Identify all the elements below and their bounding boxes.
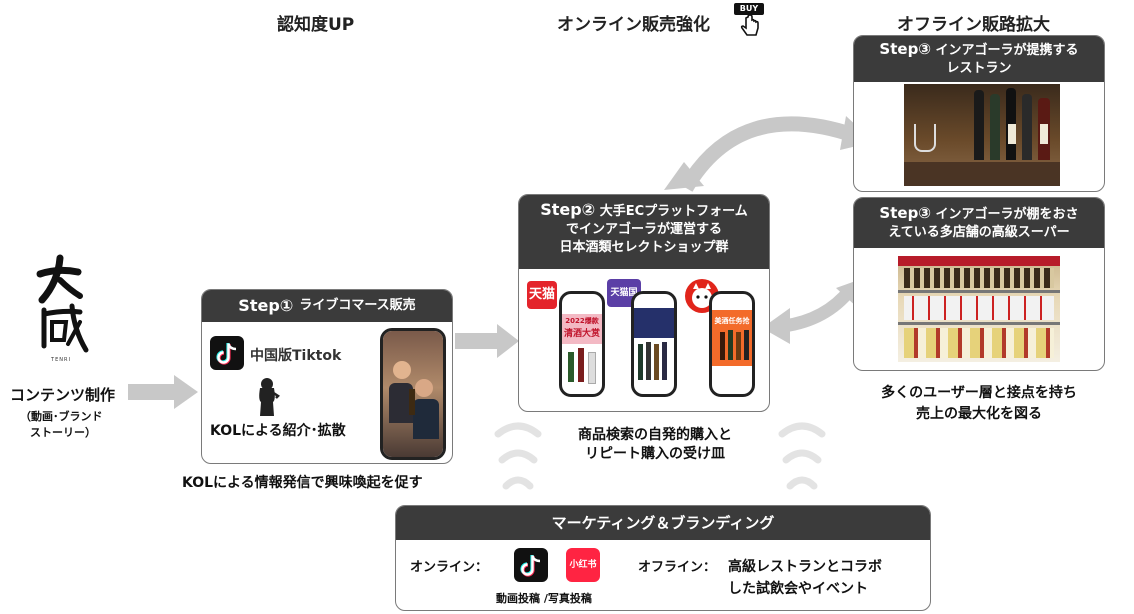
heading-awareness: 認知度UP <box>277 10 354 35</box>
step3a-title-1: インアゴーラが提携する <box>936 43 1079 58</box>
hand-pointer-icon <box>734 15 766 39</box>
step3a-header: Step③ インアゴーラが提携する レストラン <box>854 36 1104 82</box>
arrow-to-step2 <box>455 323 521 359</box>
marketing-online-label: オンライン： <box>410 556 488 575</box>
step1-step-label: Step① <box>238 297 293 315</box>
tmall-global-phone <box>631 291 677 397</box>
marketing-offline-label: オフライン： <box>638 556 716 575</box>
content-sub-2: ストーリー） <box>30 424 96 440</box>
posting-caption: 動画投稿 /写真投稿 <box>496 590 592 606</box>
jd-banner: 美酒任务抢 <box>712 316 752 326</box>
step3a-step-label: Step③ <box>879 40 931 58</box>
step3b-title-1: インアゴーラが棚をおさ <box>936 207 1079 222</box>
marketing-box: マーケティング＆ブランディング オンライン： 小红书 動画投稿 /写真投稿 オフ… <box>395 505 931 611</box>
step2-title-1: 大手ECプラットフォーム <box>600 204 748 219</box>
redbook-icon: 小红书 <box>566 548 600 582</box>
step2-box: Step② 大手ECプラットフォーム でインアゴーラが運営する 日本酒類セレクト… <box>518 194 770 412</box>
tmall-banner-1: 2022爆款 <box>562 316 602 326</box>
wave-decoration-right <box>776 418 828 498</box>
heading-offline: オフライン販路拡大 <box>897 10 1050 35</box>
content-label: コンテンツ制作 <box>10 384 115 405</box>
step3b-step-label: Step③ <box>879 204 931 222</box>
tmall-icon: 天猫 <box>527 281 557 309</box>
arrow-to-step1 <box>128 374 200 410</box>
step3b-header: Step③ インアゴーラが棚をおさ えている多店舗の高級スーパー <box>854 198 1104 248</box>
step1-title: ライブコマース販売 <box>299 297 415 315</box>
logo-caption: TENRI <box>30 357 92 363</box>
tiktok-icon-marketing <box>514 548 548 582</box>
step1-caption: KOLによる情報発信で興味喚起を促す <box>182 472 423 492</box>
buy-click-icon: BUY <box>734 3 766 39</box>
step2-header: Step② 大手ECプラットフォーム でインアゴーラが運営する 日本酒類セレクト… <box>519 195 769 269</box>
step2-caption-1: 商品検索の自発的購入と <box>535 424 775 444</box>
content-sub-1: （動画･ブランド <box>20 408 103 424</box>
buy-label: BUY <box>734 3 764 15</box>
tiktok-icon <box>210 336 244 370</box>
step1-box: Step① ライブコマース販売 中国版Tiktok KOLによる紹介･拡散 <box>201 289 453 464</box>
curved-double-arrow-supermarket <box>760 270 868 348</box>
jd-phone: 美酒任务抢 <box>709 291 755 397</box>
step3-supermarket-box: Step③ インアゴーラが棚をおさ えている多店舗の高級スーパー <box>853 197 1105 371</box>
marketing-title: マーケティング＆ブランディング <box>396 506 930 540</box>
step2-title-3: 日本酒類セレクトショップ群 <box>519 239 769 257</box>
step3-restaurant-box: Step③ インアゴーラが提携する レストラン <box>853 35 1105 192</box>
tenri-logo: TENRI <box>30 252 92 362</box>
step2-step-label: Step② <box>540 200 595 219</box>
offline-caption-1: 多くのユーザー層と接点を持ち <box>853 382 1105 402</box>
calligraphy-logo-icon <box>30 252 92 357</box>
person-silhouette-icon <box>252 376 282 416</box>
step2-caption-2: リピート購入の受け皿 <box>535 443 775 463</box>
step2-title-2: でインアゴーラが運営する <box>519 221 769 239</box>
tmall-phone: 2022爆款 清酒大赏 <box>559 291 605 397</box>
step3a-title-2: レストラン <box>854 60 1104 78</box>
step3b-title-2: えている多店舗の高級スーパー <box>854 224 1104 242</box>
marketing-offline-line2: した試飲会やイベント <box>728 578 868 598</box>
heading-online: オンライン販売強化 <box>557 10 710 35</box>
supermarket-photo <box>898 256 1060 362</box>
step1-header: Step① ライブコマース販売 <box>202 290 452 322</box>
tmall-banner-2: 清酒大赏 <box>562 326 602 339</box>
restaurant-photo <box>904 84 1060 186</box>
offline-caption-2: 売上の最大化を図る <box>853 403 1105 423</box>
marketing-offline-line1: 高級レストランとコラボ <box>728 556 882 576</box>
curved-double-arrow-restaurant <box>660 86 878 206</box>
kol-label: KOLによる紹介･拡散 <box>210 420 346 440</box>
livestream-phone <box>380 328 446 460</box>
platform-label: 中国版Tiktok <box>250 345 341 365</box>
